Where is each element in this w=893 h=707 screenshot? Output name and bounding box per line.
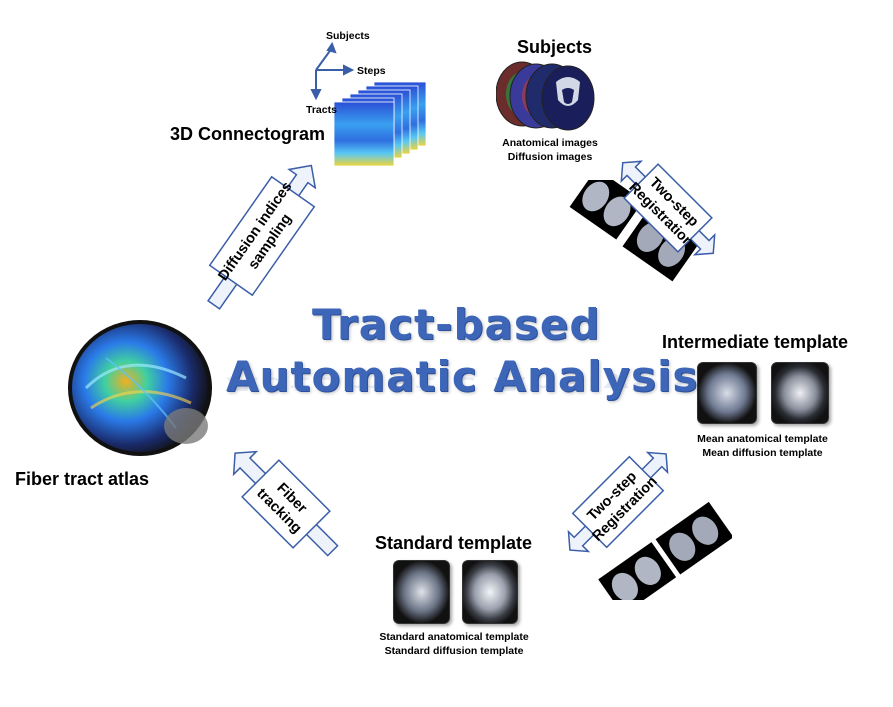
registration-arrow-top-box: [623, 163, 713, 253]
axis-tracts-label: Tracts: [306, 104, 337, 116]
connectogram-axes: [310, 41, 355, 101]
mean-diffusion-image: [771, 362, 829, 424]
sampling-arrow: Diffusion indices sampling: [207, 164, 317, 310]
standard-title: Standard template: [375, 533, 533, 553]
title-line-1: Tract-based: [312, 300, 601, 349]
title-line-2: Automatic Analysis: [226, 352, 699, 401]
subjects-caption-line-1: Anatomical images: [502, 137, 598, 149]
connectogram-graphic: [310, 41, 427, 167]
standard-caption-line-1: Standard anatomical template: [379, 631, 529, 643]
subjects-title: Subjects: [517, 37, 593, 57]
mean-anatomical-image: [697, 362, 757, 424]
connectogram-stack: [333, 81, 427, 167]
registration-arrow-bottom-box: [571, 455, 665, 549]
subjects-caption-line-2: Diffusion images: [507, 151, 593, 163]
connectogram-title: 3D Connectogram: [170, 124, 326, 144]
registration-arrow-bottom: Two-step Registration: [567, 451, 669, 553]
standard-diffusion-image: [462, 560, 518, 624]
subjects-caption: Anatomical images Diffusion images: [495, 136, 605, 164]
intermediate-caption-line-2: Mean diffusion template: [702, 447, 823, 459]
fiber-atlas-graphic: [68, 320, 212, 456]
axis-subjects-label: Subjects: [326, 30, 370, 42]
intermediate-caption-line-1: Mean anatomical template: [697, 433, 828, 445]
registration-arrow-top: Two-step Registration: [620, 160, 716, 256]
standard-anatomical-image: [393, 560, 450, 624]
fiber-tracking-arrow: Fiber tracking: [232, 450, 339, 557]
intermediate-caption: Mean anatomical template Mean diffusion …: [690, 432, 835, 460]
sampling-arrow-box: [208, 175, 316, 297]
title-reflection: Automatic Analysis: [226, 372, 699, 395]
registration-images-bottom: [596, 500, 732, 600]
intermediate-title: Intermediate template: [662, 332, 849, 352]
standard-caption: Standard anatomical template Standard di…: [374, 630, 534, 658]
atlas-title: Fiber tract atlas: [15, 469, 150, 489]
subjects-brains-graphic: [496, 61, 595, 131]
axis-steps-label: Steps: [357, 65, 386, 77]
fiber-tracking-arrow-box: [241, 459, 331, 549]
standard-caption-line-2: Standard diffusion template: [384, 645, 524, 657]
